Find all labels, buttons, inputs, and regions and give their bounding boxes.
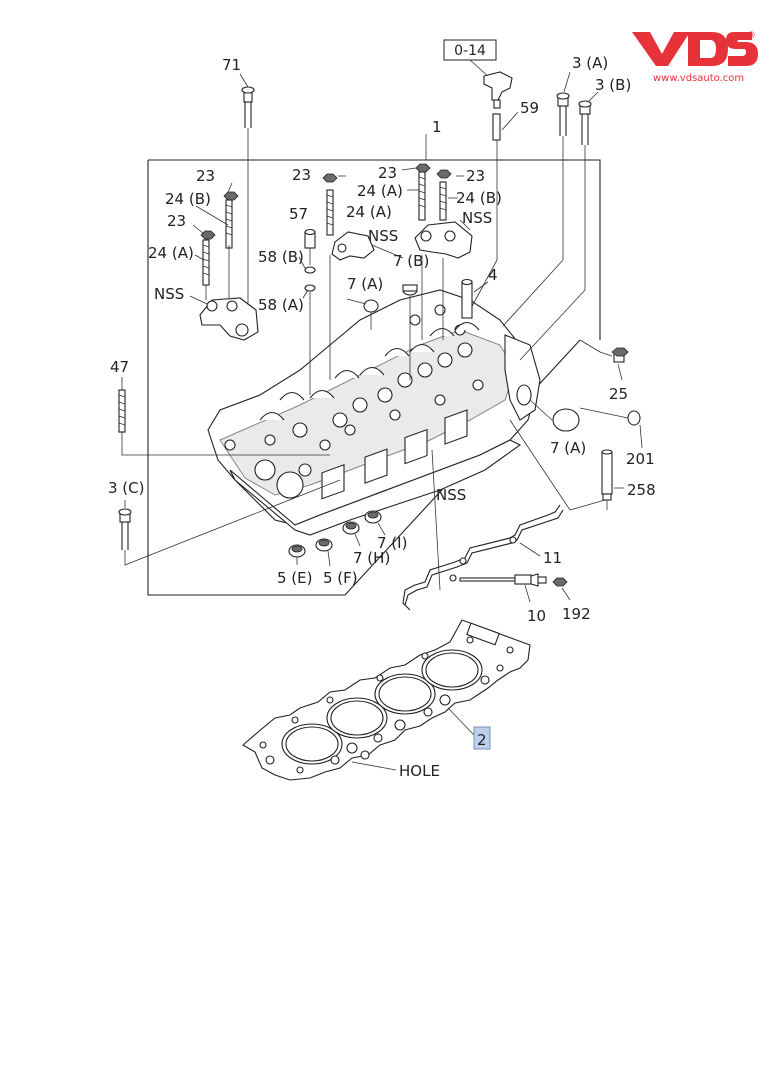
callout-nss-right: NSS	[462, 209, 492, 227]
callout-7a-right: 7 (A)	[550, 439, 586, 457]
bolt-3c	[118, 479, 341, 566]
bottom-plugs	[288, 449, 441, 591]
bolts-3a-3b	[502, 71, 599, 361]
callout-192: 192	[562, 605, 591, 623]
callout-1: 1	[432, 118, 442, 136]
callout-23-left-top: 23	[196, 167, 215, 185]
callout-24a-right: 24 (A)	[357, 182, 403, 200]
head-ports	[321, 409, 468, 500]
plugs-top	[363, 284, 418, 380]
callout-47: 47	[110, 358, 129, 376]
head-gasket	[242, 619, 531, 781]
vds-logo: ® www.vdsauto.com	[632, 31, 758, 84]
part-4	[461, 278, 489, 319]
callout-24a-mid: 24 (A)	[346, 203, 392, 221]
callout-258: 258	[627, 481, 656, 499]
gasket-holes	[259, 622, 514, 774]
callout-nss-mid: NSS	[368, 227, 398, 245]
callout-57: 57	[289, 205, 308, 223]
part-2-highlight[interactable]	[473, 726, 491, 750]
bolt-57-washers-58	[304, 228, 316, 395]
callout-201: 201	[626, 450, 655, 468]
callout-4: 4	[488, 266, 498, 284]
callout-24a-left: 24 (A)	[148, 244, 194, 262]
nss-bracket-left	[199, 191, 259, 341]
callout-nss-bottom: NSS	[436, 486, 466, 504]
callout-23-right-b: 23	[466, 167, 485, 185]
callout-10: 10	[527, 607, 546, 625]
callout-58a: 58 (A)	[258, 296, 304, 314]
nss-bracket-right	[414, 163, 473, 340]
callout-7h: 7 (H)	[353, 549, 390, 567]
nss-bracket-mid	[322, 173, 375, 380]
brand-website: www.vdsauto.com	[653, 73, 744, 84]
ref-box-label: 0-14	[454, 43, 486, 59]
callout-7b: 7 (B)	[393, 252, 429, 270]
callout-24b-right: 24 (B)	[456, 189, 502, 207]
callout-7i: 7 (I)	[377, 534, 407, 552]
callout-11: 11	[543, 549, 562, 567]
callout-nss-left: NSS	[154, 285, 184, 303]
callout-3a: 3 (A)	[572, 54, 608, 72]
callout-25: 25	[609, 385, 628, 403]
callout-hole: HOLE	[399, 762, 440, 780]
callout-5e: 5 (E)	[277, 569, 313, 587]
callout-2: 2	[477, 731, 487, 749]
registered-mark: ®	[747, 31, 756, 41]
callout-leaders	[189, 134, 471, 305]
callout-24b-left: 24 (B)	[165, 190, 211, 208]
callout-59: 59	[520, 99, 539, 117]
cam-saddles	[259, 321, 480, 421]
stud-47	[118, 377, 330, 456]
sensor-0-14: 0-14	[443, 39, 519, 311]
callout-58b: 58 (B)	[258, 248, 304, 266]
valve-holes	[224, 304, 484, 499]
callout-3c: 3 (C)	[108, 479, 145, 497]
callout-5f: 5 (F)	[323, 569, 358, 587]
right-side-parts	[509, 347, 643, 511]
callout-71: 71	[222, 56, 241, 74]
cylinder-head	[207, 289, 541, 536]
callout-23-right-a: 23	[378, 164, 397, 182]
bracket-11-glowplug-10	[402, 504, 571, 611]
callout-labels: 71 59 3 (A) 3 (B) 1 23 24 (B) 23 24 (A) …	[108, 54, 656, 780]
bolt-71	[239, 73, 255, 330]
callout-23-mid: 23	[292, 166, 311, 184]
callout-23-left-mid: 23	[167, 212, 186, 230]
callout-7a-top: 7 (A)	[347, 275, 383, 293]
callout-3b: 3 (B)	[595, 76, 631, 94]
